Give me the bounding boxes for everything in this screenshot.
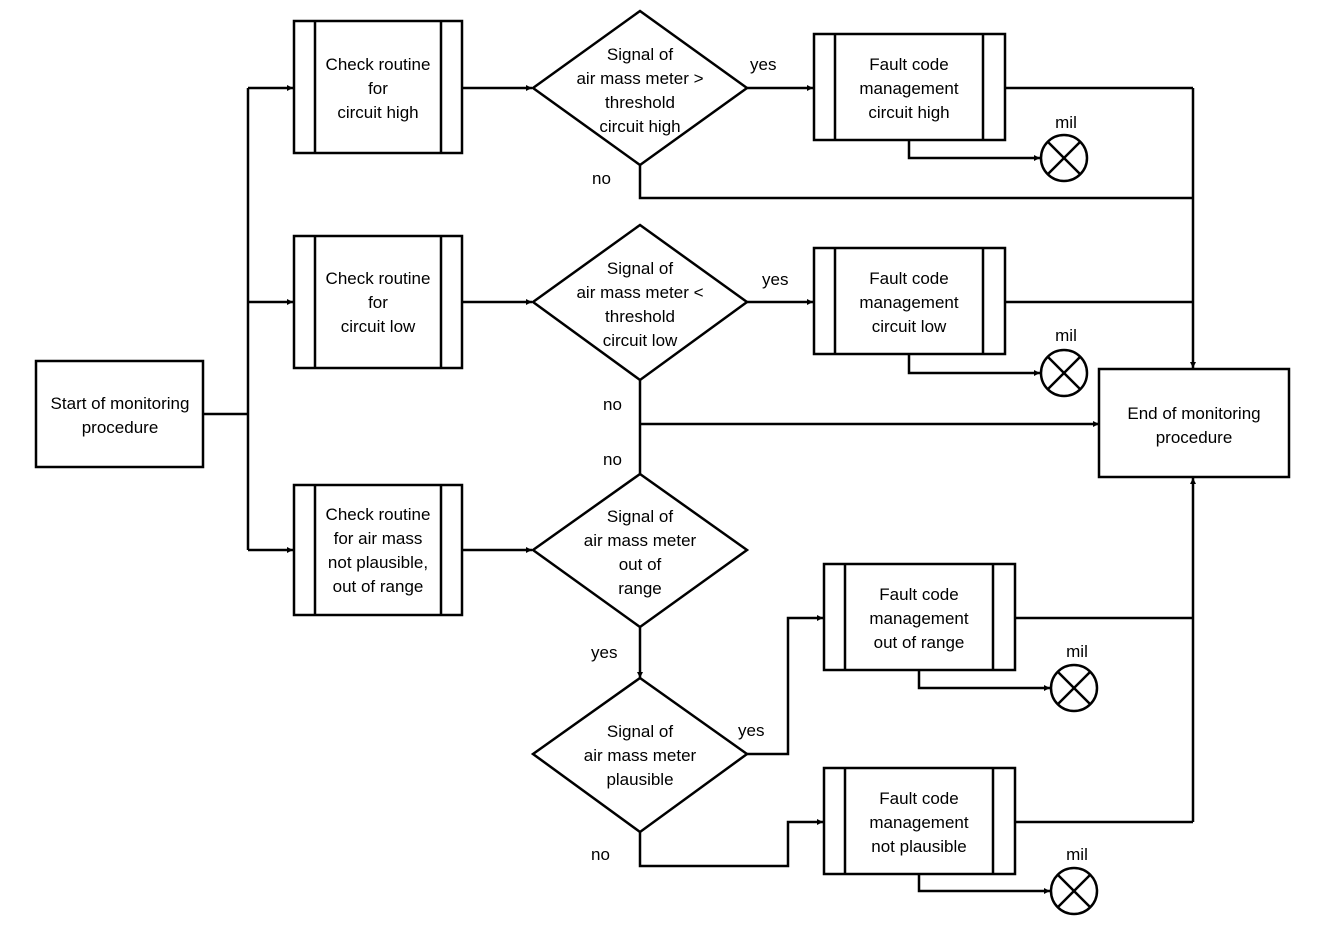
fault-low-line: Fault code <box>869 269 948 288</box>
no-label-range: no <box>603 450 622 469</box>
check-range-line: out of range <box>333 577 424 596</box>
decision-high-line: Signal of <box>607 45 673 64</box>
decision-range-line: air mass meter <box>584 531 697 550</box>
fault-high-line: circuit high <box>868 103 949 122</box>
check-range-line: not plausible, <box>328 553 428 572</box>
start-label-line: procedure <box>82 418 159 437</box>
fault-range-line: Fault code <box>879 585 958 604</box>
fault-plausible-line: management <box>869 813 969 832</box>
mil-label: mil <box>1066 642 1088 661</box>
check-low-line: Check routine <box>326 269 431 288</box>
fault-out-of-range: Fault code management out of range <box>822 562 1017 672</box>
mil-lamp-range: mil <box>1049 642 1099 713</box>
end-label-line: End of monitoring <box>1127 404 1260 423</box>
edge-plausible-no <box>638 819 823 868</box>
decision-plausible: Signal of air mass meter plausible <box>530 676 750 834</box>
edge-fault-high-mil <box>907 141 1040 161</box>
edge-dec-high-no <box>638 165 1193 200</box>
yes-label-plausible: yes <box>738 721 764 740</box>
decision-plausible-line: plausible <box>606 770 673 789</box>
no-label-plausible: no <box>591 845 610 864</box>
decision-range-line: out of <box>619 555 662 574</box>
fault-low-line: circuit low <box>872 317 947 336</box>
check-high-line: Check routine <box>326 55 431 74</box>
decision-low-line: threshold <box>605 307 675 326</box>
mil-lamp-low: mil <box>1039 326 1089 398</box>
decision-low-line: air mass meter < <box>576 283 703 302</box>
check-range-line: for air mass <box>334 529 423 548</box>
yes-label-range: yes <box>591 643 617 662</box>
check-routine-low: Check routine for circuit low <box>292 234 464 370</box>
mil-label: mil <box>1066 845 1088 864</box>
mil-lamp-plausible: mil <box>1049 845 1099 916</box>
edge-fault-low-mil <box>907 355 1040 376</box>
decision-plausible-line: Signal of <box>607 722 673 741</box>
decision-range-line: Signal of <box>607 507 673 526</box>
fault-not-plausible: Fault code management not plausible <box>822 766 1017 876</box>
mil-lamp-high: mil <box>1039 113 1089 183</box>
fault-circuit-high: Fault code management circuit high <box>812 32 1007 142</box>
edge-fault-plausible-mil <box>917 875 1050 894</box>
check-low-line: circuit low <box>341 317 416 336</box>
decision-high-line: circuit high <box>599 117 680 136</box>
decision-plausible-line: air mass meter <box>584 746 697 765</box>
check-high-line: for <box>368 79 388 98</box>
decision-range-line: range <box>618 579 661 598</box>
decision-low-line: circuit low <box>603 331 678 350</box>
decision-high-line: threshold <box>605 93 675 112</box>
decision-high-line: air mass meter > <box>576 69 703 88</box>
fault-low-line: management <box>859 293 959 312</box>
check-routine-high: Check routine for circuit high <box>292 19 464 155</box>
yes-label-high: yes <box>750 55 776 74</box>
fault-plausible-line: not plausible <box>871 837 966 856</box>
decision-circuit-high: Signal of air mass meter > threshold cir… <box>530 9 750 167</box>
end-label-line: procedure <box>1156 428 1233 447</box>
no-label-low: no <box>603 395 622 414</box>
fault-high-line: Fault code <box>869 55 948 74</box>
end-node: End of monitoring procedure <box>1097 367 1291 479</box>
fault-range-line: management <box>869 609 969 628</box>
connectors <box>203 85 1196 894</box>
no-label-high: no <box>592 169 611 188</box>
start-label-line: Start of monitoring <box>51 394 190 413</box>
fault-high-line: management <box>859 79 959 98</box>
fault-range-line: out of range <box>874 633 965 652</box>
decision-out-of-range: Signal of air mass meter out of range <box>530 472 750 629</box>
check-range-line: Check routine <box>326 505 431 524</box>
fault-circuit-low: Fault code management circuit low <box>812 246 1007 356</box>
fault-plausible-line: Fault code <box>879 789 958 808</box>
start-node: Start of monitoring procedure <box>34 359 205 469</box>
decision-low-line: Signal of <box>607 259 673 278</box>
check-routine-range: Check routine for air mass not plausible… <box>292 483 464 617</box>
edge-fault-range-mil <box>917 670 1050 691</box>
yes-label-low: yes <box>762 270 788 289</box>
decision-circuit-low: Signal of air mass meter < threshold cir… <box>530 223 750 382</box>
edge-plausible-yes <box>747 615 823 756</box>
check-low-line: for <box>368 293 388 312</box>
branch-labels: yes no yes no no yes yes no <box>591 55 788 864</box>
mil-label: mil <box>1055 113 1077 132</box>
mil-label: mil <box>1055 326 1077 345</box>
check-high-line: circuit high <box>337 103 418 122</box>
